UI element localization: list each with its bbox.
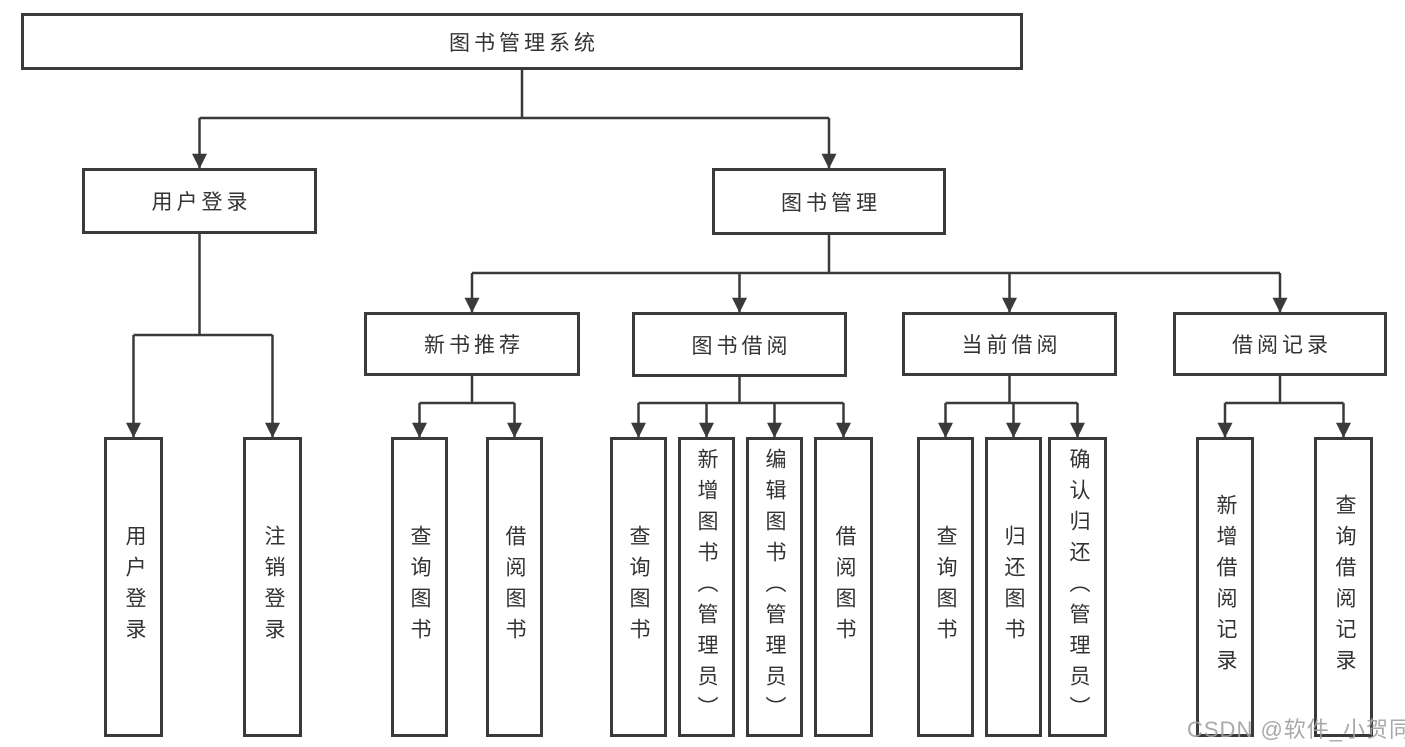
connector-trunk-current-borrow [945,376,1078,405]
node-book-borrow: 图书借阅 [632,312,847,377]
node-library-system: 图书管理系统 [21,13,1023,70]
node-current-borrow: 当前借阅 [902,312,1117,376]
leaf-return-book: 归还图书 [985,437,1042,737]
leaf-borrow-books-recommend: 借阅图书 [486,437,543,737]
connector-trunk-user-login [133,234,273,337]
connector-trunk-book-management [472,235,1280,275]
leaf-query-borrow-record: 查询借阅记录 [1314,437,1373,737]
node-borrow-records: 借阅记录 [1173,312,1387,376]
leaf-query-books-current: 查询图书 [917,437,974,737]
leaf-borrow-books-borrow: 借阅图书 [814,437,873,737]
connector-trunk-root [199,70,829,120]
leaf-logout: 注销登录 [243,437,302,737]
leaf-add-borrow-record: 新增借阅记录 [1196,437,1254,737]
csdn-watermark: CSDN @软件_小贺同学 [1187,717,1405,742]
leaf-query-books-borrow: 查询图书 [610,437,667,737]
node-book-management: 图书管理 [712,168,946,235]
leaf-confirm-return-admin: 确认归还（管理员） [1048,437,1107,737]
leaf-add-book-admin: 新增图书（管理员） [678,437,735,737]
leaf-edit-book-admin: 编辑图书（管理员） [746,437,803,737]
node-user-login: 用户登录 [82,168,317,234]
connector-trunk-borrow-records [1225,376,1344,405]
leaf-user-login: 用户登录 [104,437,163,737]
connector-trunk-new-book [419,376,515,405]
node-new-book-recommend: 新书推荐 [364,312,580,376]
connector-trunk-book-borrow [638,377,844,405]
leaf-query-books-recommend: 查询图书 [391,437,448,737]
